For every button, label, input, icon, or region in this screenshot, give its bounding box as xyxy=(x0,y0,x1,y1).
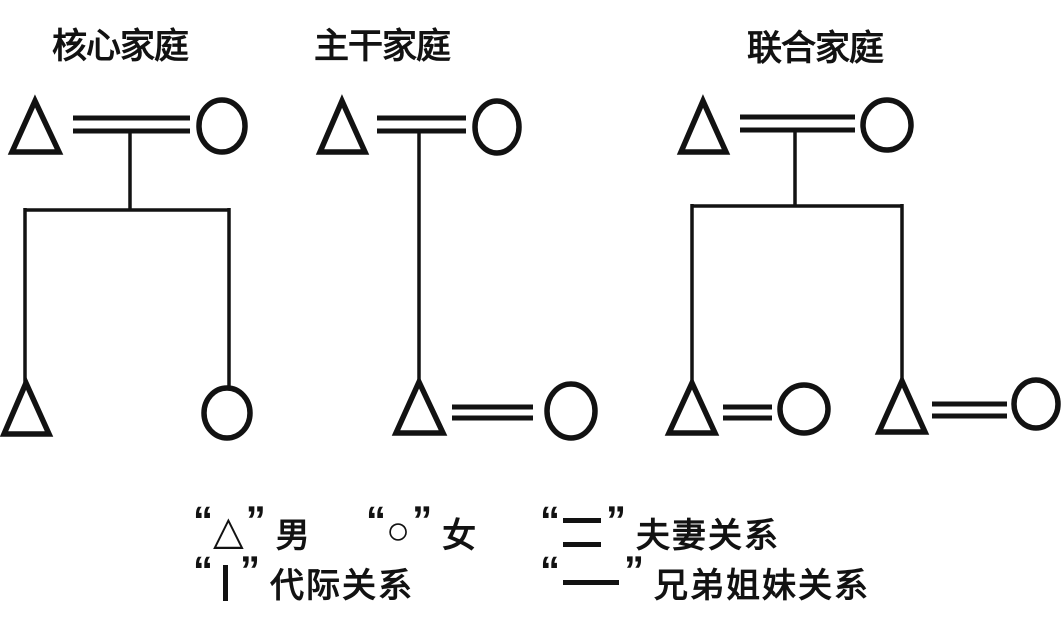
female-circle-icon xyxy=(777,382,831,436)
nuclear-family-title: 核心家庭 xyxy=(51,27,189,66)
legend-item-sibling-relation: “ ” 兄弟姐妹关系 xyxy=(540,551,870,607)
sibling-horizontal-line-icon xyxy=(563,580,619,585)
male-triangle-icon xyxy=(664,376,720,436)
female-circle-icon xyxy=(1011,377,1061,431)
close-quote: ” xyxy=(245,498,266,543)
generation-vertical-line-icon xyxy=(223,564,228,601)
male-triangle-icon xyxy=(0,376,54,437)
male-triangle-icon xyxy=(676,94,731,155)
legend-item-female: “ ○ ” 女 xyxy=(366,501,479,557)
female-circle-icon xyxy=(201,385,253,441)
open-quote: “ xyxy=(540,548,560,593)
close-quote: ” xyxy=(606,498,626,543)
marriage-double-line-icon xyxy=(563,518,601,547)
stem-family-diagram xyxy=(315,94,598,441)
legend-label-sibling: 兄弟姐妹关系 xyxy=(654,567,870,605)
legend-item-generation-relation: “ ” 代际关系 xyxy=(193,551,414,607)
close-quote: ” xyxy=(412,498,432,543)
female-circle-icon xyxy=(196,97,248,155)
close-quote: ” xyxy=(624,548,644,593)
legend-label-generation: 代际关系 xyxy=(270,567,414,605)
male-triangle-icon xyxy=(874,374,930,435)
female-circle-icon: ○ xyxy=(386,508,411,553)
female-circle-icon xyxy=(860,97,914,153)
open-quote: “ xyxy=(366,498,386,543)
legend-item-spouse-relation: “ ” 夫妻关系 xyxy=(540,501,780,557)
legend-label-male: 男 xyxy=(275,517,312,555)
open-quote: “ xyxy=(193,498,213,543)
nuclear-family-diagram xyxy=(0,94,253,441)
close-quote: ” xyxy=(240,548,260,593)
joint-family-title: 联合家庭 xyxy=(746,29,884,68)
open-quote: “ xyxy=(540,498,560,543)
male-triangle-icon: △ xyxy=(213,508,244,553)
kinship-diagrams xyxy=(0,94,1061,441)
female-circle-icon xyxy=(544,381,598,441)
male-triangle-icon xyxy=(7,94,64,155)
male-triangle-icon xyxy=(315,94,370,155)
male-triangle-icon xyxy=(391,375,448,436)
joint-family-diagram xyxy=(664,94,1061,436)
open-quote: “ xyxy=(193,548,213,593)
legend-label-spouse: 夫妻关系 xyxy=(636,517,780,555)
stem-family-title: 主干家庭 xyxy=(313,27,451,66)
legend-item-male: “ △ ” 男 xyxy=(193,501,312,557)
legend-label-female: 女 xyxy=(442,517,479,555)
female-circle-icon xyxy=(472,98,522,156)
